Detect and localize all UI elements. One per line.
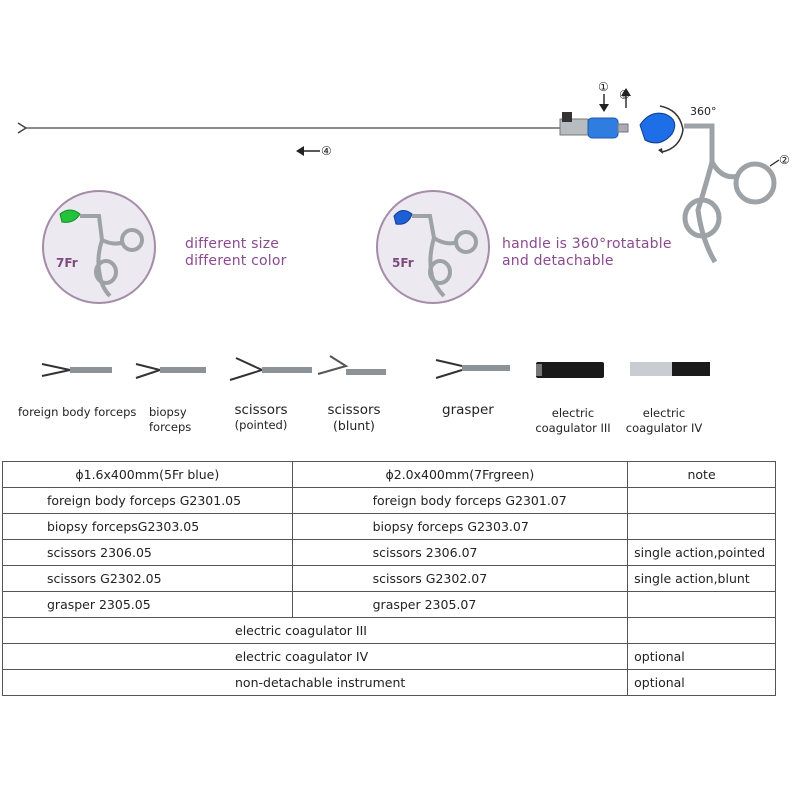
cell-note — [627, 591, 776, 618]
instrument-label-coagulator-iii-line2: coagulator III — [535, 421, 611, 435]
table-row: biopsy forcepsG2303.05 biopsy forceps G2… — [2, 513, 776, 540]
instrument-label-foreign-body-line1: foreign body forceps — [18, 405, 137, 419]
instrument-label-scissors-pointed-line1: scissors — [234, 402, 288, 418]
blue-handle-icon — [393, 210, 478, 298]
instrument-label-grasper-line1: grasper — [442, 402, 494, 418]
marker-3: ③ — [619, 88, 630, 102]
table-row: grasper 2305.05 grasper 2305.07 — [2, 591, 776, 618]
instrument-label-coagulator-iv-line1: electric — [642, 406, 686, 420]
cell-merged: electric coagulator IV — [1, 643, 629, 670]
table-row-merged: non-detachable instrument optional — [1, 669, 776, 696]
instrument-diagram — [17, 88, 780, 264]
foreign-body-forceps-icon — [41, 363, 112, 377]
instrument-label-biopsy-line2: forceps — [149, 420, 192, 434]
cell-5fr: foreign body forceps G2301.05 — [2, 487, 293, 514]
connector-cap-icon — [559, 112, 629, 139]
cell-5fr: scissors 2306.05 — [2, 539, 293, 566]
cell-7fr: foreign body forceps G2301.07 — [291, 487, 629, 514]
instrument-label-scissors-blunt-line2: (blunt) — [333, 418, 375, 433]
rotation-knob-icon — [639, 105, 684, 154]
circle-7fr: 7Fr — [42, 190, 156, 304]
arrow-markers — [296, 88, 780, 167]
instrument-label-scissors-blunt: scissors (blunt) — [318, 402, 390, 434]
table-row: foreign body forceps G2301.05 foreign bo… — [2, 487, 776, 514]
instrument-label-coagulator-iv: electric coagulator IV — [624, 406, 704, 436]
instrument-label-scissors-blunt-line1: scissors — [327, 402, 381, 418]
cell-5fr: scissors G2302.05 — [2, 565, 293, 592]
marker-4: ④ — [321, 144, 332, 158]
scissors-blunt-icon — [317, 355, 386, 375]
cell-7fr: scissors 2306.07 — [291, 539, 629, 566]
header-note: note — [627, 461, 776, 488]
cell-note: single action,blunt — [627, 565, 776, 592]
tip-jaws-icon — [17, 122, 27, 134]
instrument-label-scissors-pointed-line2: (pointed) — [234, 418, 288, 432]
cell-note: single action,pointed — [627, 539, 776, 566]
table-row: scissors 2306.05 scissors 2306.07 single… — [2, 539, 776, 566]
instrument-label-scissors-pointed: scissors (pointed) — [226, 403, 296, 433]
instrument-label-coagulator-iv-line2: coagulator IV — [625, 421, 703, 435]
instrument-label-foreign-body: foreign body forceps — [18, 405, 136, 420]
size-color-note-line1: different size — [185, 236, 280, 252]
cell-7fr: biopsy forceps G2303.07 — [291, 513, 629, 540]
grasper-icon — [435, 359, 510, 379]
circle-5fr: 5Fr — [376, 190, 490, 304]
scissors-pointed-icon — [229, 357, 312, 381]
cell-7fr: scissors G2302.07 — [291, 565, 629, 592]
instrument-label-biopsy: biopsy forceps — [149, 405, 191, 435]
spec-table: ϕ1.6x400mm(5Fr blue) ϕ2.0x400mm(7Frgreen… — [1, 461, 776, 696]
cell-5fr: grasper 2305.05 — [2, 591, 293, 618]
instrument-label-grasper: grasper — [442, 403, 494, 418]
rotation-note-line2: and detachable — [502, 253, 614, 269]
cell-merged: non-detachable instrument — [1, 669, 629, 696]
instrument-tips — [41, 355, 710, 381]
table-row-merged: electric coagulator III — [1, 617, 776, 644]
cell-note — [627, 487, 776, 514]
cell-5fr: biopsy forcepsG2303.05 — [2, 513, 293, 540]
rotation-note: handle is 360°rotatable and detachable — [502, 236, 672, 270]
cell-note — [627, 513, 776, 540]
header-5fr: ϕ1.6x400mm(5Fr blue) — [2, 461, 293, 488]
marker-2: ② — [779, 153, 790, 167]
green-handle-icon — [59, 209, 144, 298]
cell-merged: electric coagulator III — [1, 617, 629, 644]
rotation-note-line1: handle is 360°rotatable — [502, 236, 672, 252]
biopsy-forceps-icon — [135, 363, 206, 379]
header-7fr: ϕ2.0x400mm(7Frgreen) — [291, 461, 629, 488]
table-header-row: ϕ1.6x400mm(5Fr blue) ϕ2.0x400mm(7Frgreen… — [2, 461, 776, 488]
electric-coagulator-iv-icon — [630, 362, 710, 376]
cell-note: optional — [627, 643, 776, 670]
size-color-note: different size different color — [185, 236, 287, 270]
rotation-label: 360° — [690, 105, 717, 118]
marker-1: ① — [598, 80, 609, 94]
size-label-5fr: 5Fr — [392, 256, 414, 270]
instrument-label-coagulator-iii: electric coagulator III — [534, 406, 612, 436]
size-color-note-line2: different color — [185, 253, 287, 269]
table-row: scissors G2302.05 scissors G2302.07 sing… — [2, 565, 776, 592]
instrument-label-biopsy-line1: biopsy — [149, 405, 187, 419]
cell-7fr: grasper 2305.07 — [291, 591, 629, 618]
scissor-handle-icon — [682, 123, 777, 264]
size-label-7fr: 7Fr — [56, 256, 78, 270]
cell-note — [627, 617, 776, 644]
electric-coagulator-iii-icon — [536, 362, 604, 378]
cell-note: optional — [627, 669, 776, 696]
instrument-label-coagulator-iii-line1: electric — [551, 406, 595, 420]
table-row-merged: electric coagulator IV optional — [1, 643, 776, 670]
